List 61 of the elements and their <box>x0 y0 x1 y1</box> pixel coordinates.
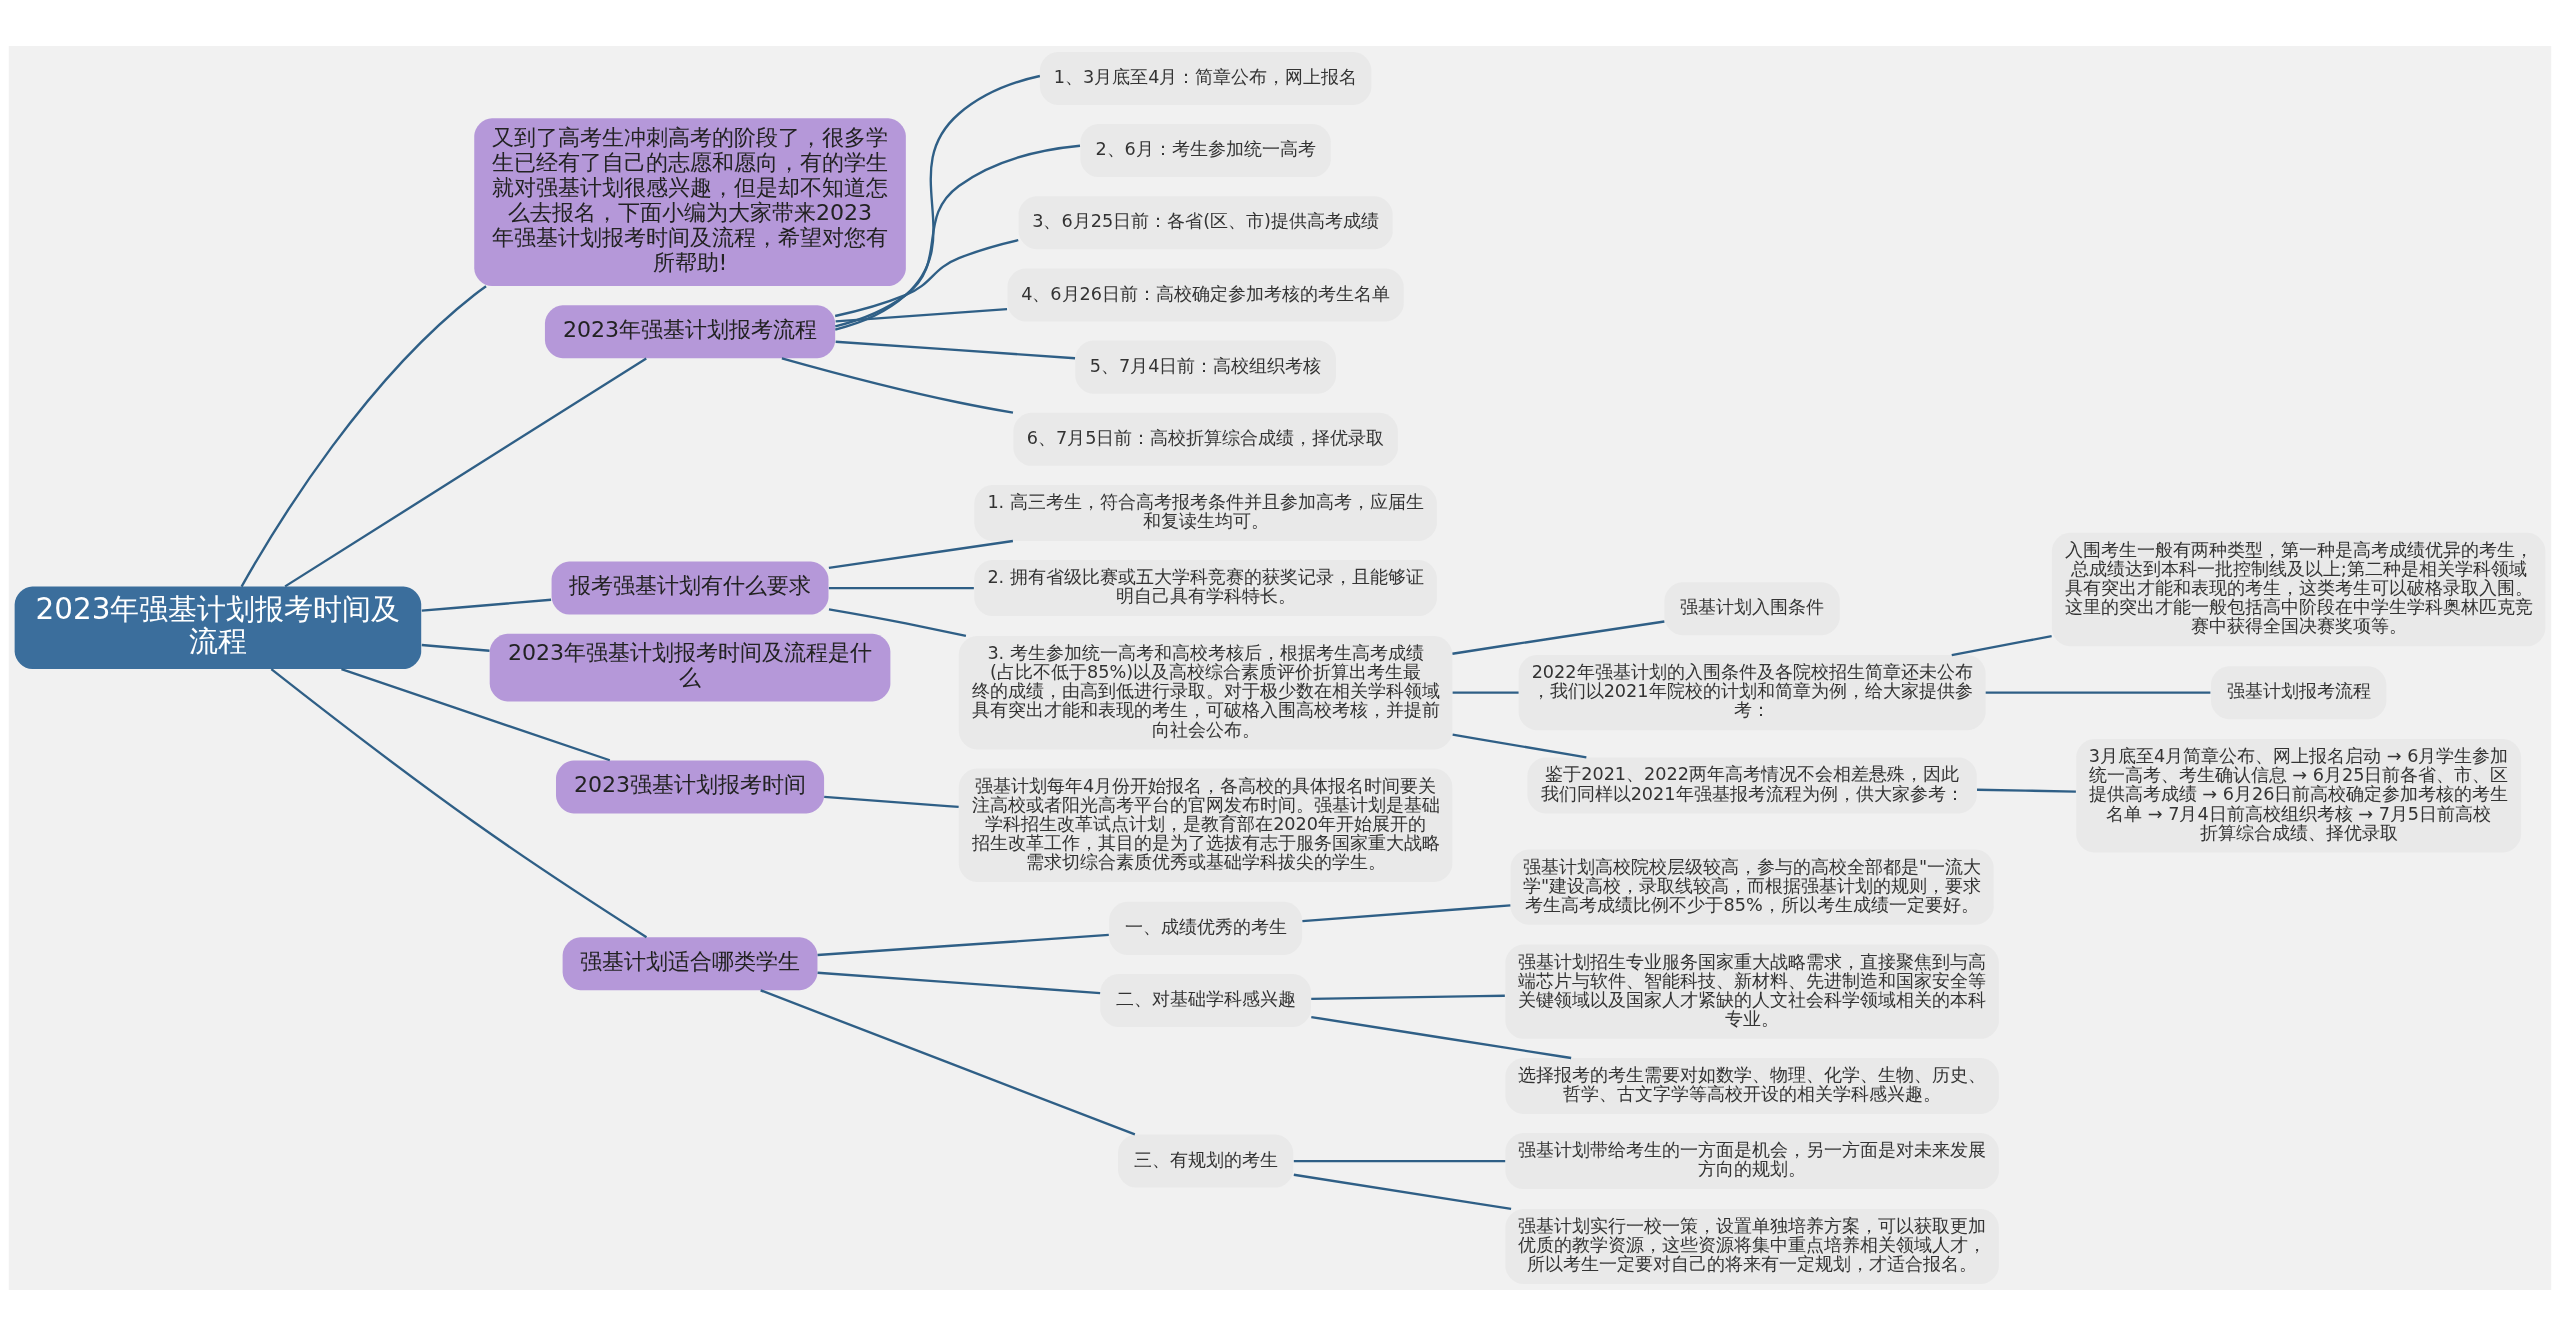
node-box: 2023年强基计划报考时间及流程 <box>14 586 422 669</box>
connector <box>1311 1015 1572 1059</box>
connector <box>835 144 1081 327</box>
connector <box>421 598 552 612</box>
connector <box>1985 691 2211 694</box>
node-box: 强基计划带给考生的一方面是机会，另一方面是对未来发展方向的规划。 <box>1505 1132 1999 1189</box>
connector <box>817 971 1101 994</box>
node-box: 强基计划适合哪类学生 <box>562 936 818 990</box>
connector <box>1951 634 2052 656</box>
connector <box>824 795 959 808</box>
connector <box>817 933 1109 956</box>
connector <box>835 307 1008 323</box>
node-box: 3. 考生参加统一高考和高校考核后，根据考生高考成绩(占比不低于85%)以及高校综合素质评价折算出考生最终的成绩，由高到低进行录取。对于极少数在相关学科领域具有突出才能和表现的考生，可破格入围高校考核，并提前向社会公布。 <box>958 635 1453 749</box>
connector <box>828 607 967 637</box>
connector <box>1293 1159 1506 1162</box>
connector <box>781 356 1014 414</box>
node-box: 强基计划实行一校一策，设置单独培养方案，可以获取更加优质的教学资源，这些资源将集中重点培养相关领域人才，所以考生一定要对自己的将来有一定规划，才适合报名。 <box>1505 1208 1999 1284</box>
connector <box>1452 619 1665 655</box>
node-box: 4、6月26日前：高校确定参加考核的考生名单 <box>1007 267 1404 321</box>
node-box: 强基计划入围条件 <box>1664 581 1840 635</box>
node-box: 选择报考的考生需要对如数学、物理、化学、生物、历史、哲学、古文字学等高校开设的相关学科感兴趣。 <box>1505 1057 1999 1114</box>
node-box: 又到了高考生冲刺高考的阶段了，很多学生已经有了自己的志愿和愿向，有的学生就对强基计划很感兴趣，但是却不知道怎么去报名，下面小编为大家带来2023年强基计划报考时间及流程，希望对您有所帮助! <box>474 117 906 286</box>
connector <box>1302 903 1511 922</box>
connector <box>828 539 1014 569</box>
node-box: 3、6月25日前：各省(区、市)提供高考成绩 <box>1018 195 1393 249</box>
connector <box>240 284 487 587</box>
connector <box>835 340 1076 359</box>
node-box: 2022年强基计划的入围条件及各院校招生简章还未公布，我们以2021年院校的计划和简章为例，给大家提供参考： <box>1518 654 1986 730</box>
connector <box>284 357 647 587</box>
node-box: 3月底至4月简章公布、网上报名启动 → 6月学生参加统一高考、考生确认信息 → 6月25日前各省、市、区提供高考成绩 → 6月26日前高校确定参加考核的考生名单 → 7月4日前高校组织考核 → 7月5日前高校折算综合成绩、择优录取 <box>2076 738 2522 852</box>
node-box: 6、7月5日前：高校折算综合成绩，择优录取 <box>1013 412 1398 466</box>
node-box: 鉴于2021、2022两年高考情况不会相差悬殊，因此我们同样以2021年强基报考流程为例，供大家参考： <box>1527 757 1977 813</box>
node-box: 二、对基础学科感兴趣 <box>1100 973 1311 1027</box>
connector <box>1452 691 1519 694</box>
connector <box>1293 1173 1512 1210</box>
connector <box>341 667 611 761</box>
connector <box>834 238 1019 317</box>
node-box: 强基计划招生专业服务国家重大战略需求，直接聚焦到与高端芯片与软件、智能科技、新材料、先进制造和国家安全等关键领域以及国家人才紧缺的人文社会科学领域相关的本科专业。 <box>1505 944 1999 1039</box>
node-box: 1、3月底至4月：简章公布，网上报名 <box>1039 51 1372 105</box>
connector <box>760 988 1136 1136</box>
node-box: 2. 拥有省级比赛或五大学科竞赛的获奖记录，且能够证明自己具有学科特长。 <box>974 559 1437 616</box>
node-box: 报考强基计划有什么要求 <box>551 561 829 615</box>
connector <box>1452 732 1587 759</box>
connector <box>1311 994 1505 1000</box>
node-box: 强基计划高校院校层级较高，参与的高校全部都是"一流大学"建设高校，录取线较高，而根据强基计划的规则，要求考生高考成绩比例不少于85%，所以考生成绩一定要好。 <box>1510 849 1994 925</box>
node-box: 2023年强基计划报考时间及流程是什么 <box>489 633 891 701</box>
connector <box>270 667 648 938</box>
connector <box>421 643 490 652</box>
node-box: 2、6月：考生参加统一高考 <box>1080 123 1331 177</box>
node-box: 入围考生一般有两种类型，第一种是高考成绩优异的考生，总成绩达到本科一批控制线及以上;第二种是相关学科领域具有突出才能和表现的考生，这类考生可以破格录取入围。这里的突出才能一般包括高中阶段在中学生学科奥林匹克竞赛中获得全国决赛奖项等。 <box>2051 532 2546 646</box>
connector <box>828 586 974 589</box>
node-box: 强基计划报考流程 <box>2210 665 2387 719</box>
node-box: 1. 高三考生，符合高考报考条件并且参加高考，应届生和复读生均可。 <box>974 484 1437 541</box>
node-box: 5、7月4日前：高校组织考核 <box>1075 340 1336 394</box>
node-box: 强基计划每年4月份开始报名，各高校的具体报名时间要关注高校或者阳光高考平台的官网发布时间。强基计划是基础学科招生改革试点计划，是教育部在2020年开始展开的招生改革工作，其目的是为了选拔有志于服务国家重大战略需求切综合素质优秀或基础学科拔尖的学生。 <box>958 768 1453 882</box>
connector <box>835 74 1041 331</box>
node-box: 三、有规划的考生 <box>1117 1134 1294 1188</box>
node-box: 2023强基计划报考时间 <box>556 759 825 813</box>
node-box: 2023年强基计划报考流程 <box>544 304 836 358</box>
connector <box>1977 788 2076 793</box>
node-box: 一、成绩优秀的考生 <box>1109 901 1303 955</box>
